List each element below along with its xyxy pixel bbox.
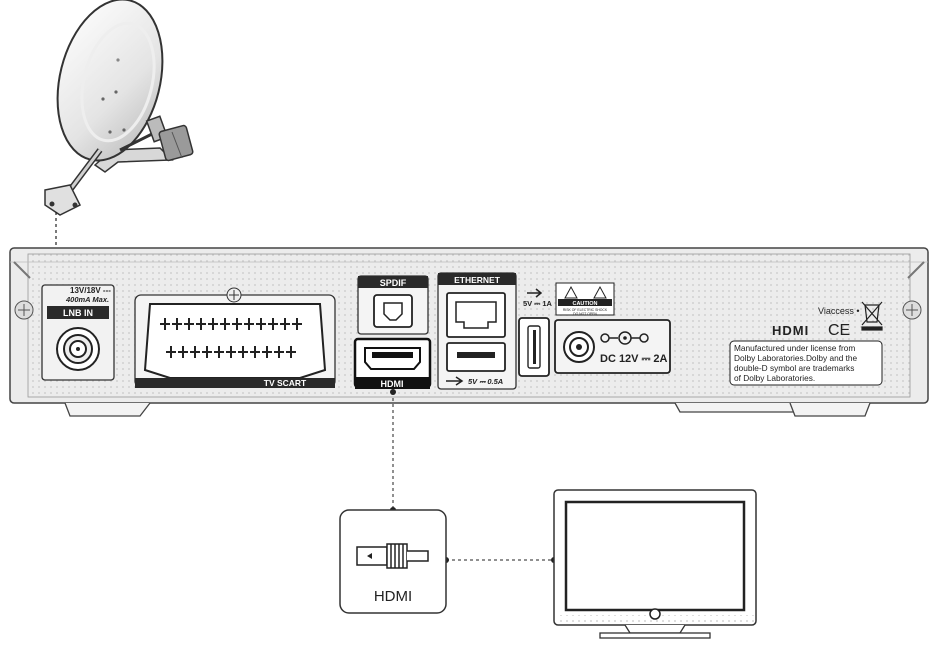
lnb-in-port	[41, 284, 115, 381]
tv-scart-label: TV SCART	[264, 378, 307, 388]
weee-bin-icon	[861, 301, 883, 331]
usb-side-label: 5V ⎓ 1A	[523, 299, 552, 308]
hdmi-logo: HDMI	[772, 323, 809, 338]
tv-icon	[553, 489, 757, 639]
dolby-line-4: of Dolby Laboratories.	[734, 373, 815, 383]
tv-scart-port	[134, 287, 336, 388]
caution-title: CAUTION	[572, 301, 597, 307]
ce-mark: CE	[828, 322, 850, 339]
spdif-label: SPDIF	[380, 278, 407, 288]
caution-label-box	[555, 282, 615, 316]
usb-side-icon	[527, 288, 543, 298]
scart-pins-top	[160, 318, 302, 330]
hdmi-port-label: HDMI	[381, 379, 404, 389]
hdmi-connector-icon	[356, 543, 429, 569]
dolby-line-2: Dolby Laboratories.Dolby and the	[734, 353, 858, 363]
dc-power-label: DC 12V ⎓ 2A	[600, 353, 668, 365]
lnb-current-label: 400mA Max.	[65, 295, 109, 304]
dc-power-port	[554, 319, 671, 374]
satellite-dish-icon	[44, 0, 194, 216]
lnb-voltage-label: 13V/18V ---	[70, 286, 111, 295]
lnb-in-label: LNB IN	[63, 308, 93, 318]
dolby-line-1: Manufactured under license from	[734, 343, 855, 353]
ethernet-label: ETHERNET	[454, 275, 501, 285]
scart-pins-bottom	[166, 346, 296, 358]
viaccess-logo: Viaccess •	[818, 306, 860, 316]
hdmi-port	[353, 337, 432, 389]
usb-side-port	[518, 317, 550, 377]
usb-back-label: 5V ⎓ 0.5A	[468, 377, 503, 386]
hdmi-cable-label: HDMI	[374, 588, 412, 605]
dc-polarity-icon	[600, 331, 649, 345]
spdif-port	[357, 275, 429, 335]
caution-line-2: DO NOT OPEN	[573, 312, 597, 316]
caution-line-1: RISK OF ELECTRIC SHOCK	[563, 308, 608, 312]
dolby-line-3: double-D symbol are trademarks	[734, 363, 854, 373]
dolby-license-box	[729, 340, 883, 386]
ethernet-port	[437, 272, 517, 390]
usb-icon	[446, 376, 464, 386]
